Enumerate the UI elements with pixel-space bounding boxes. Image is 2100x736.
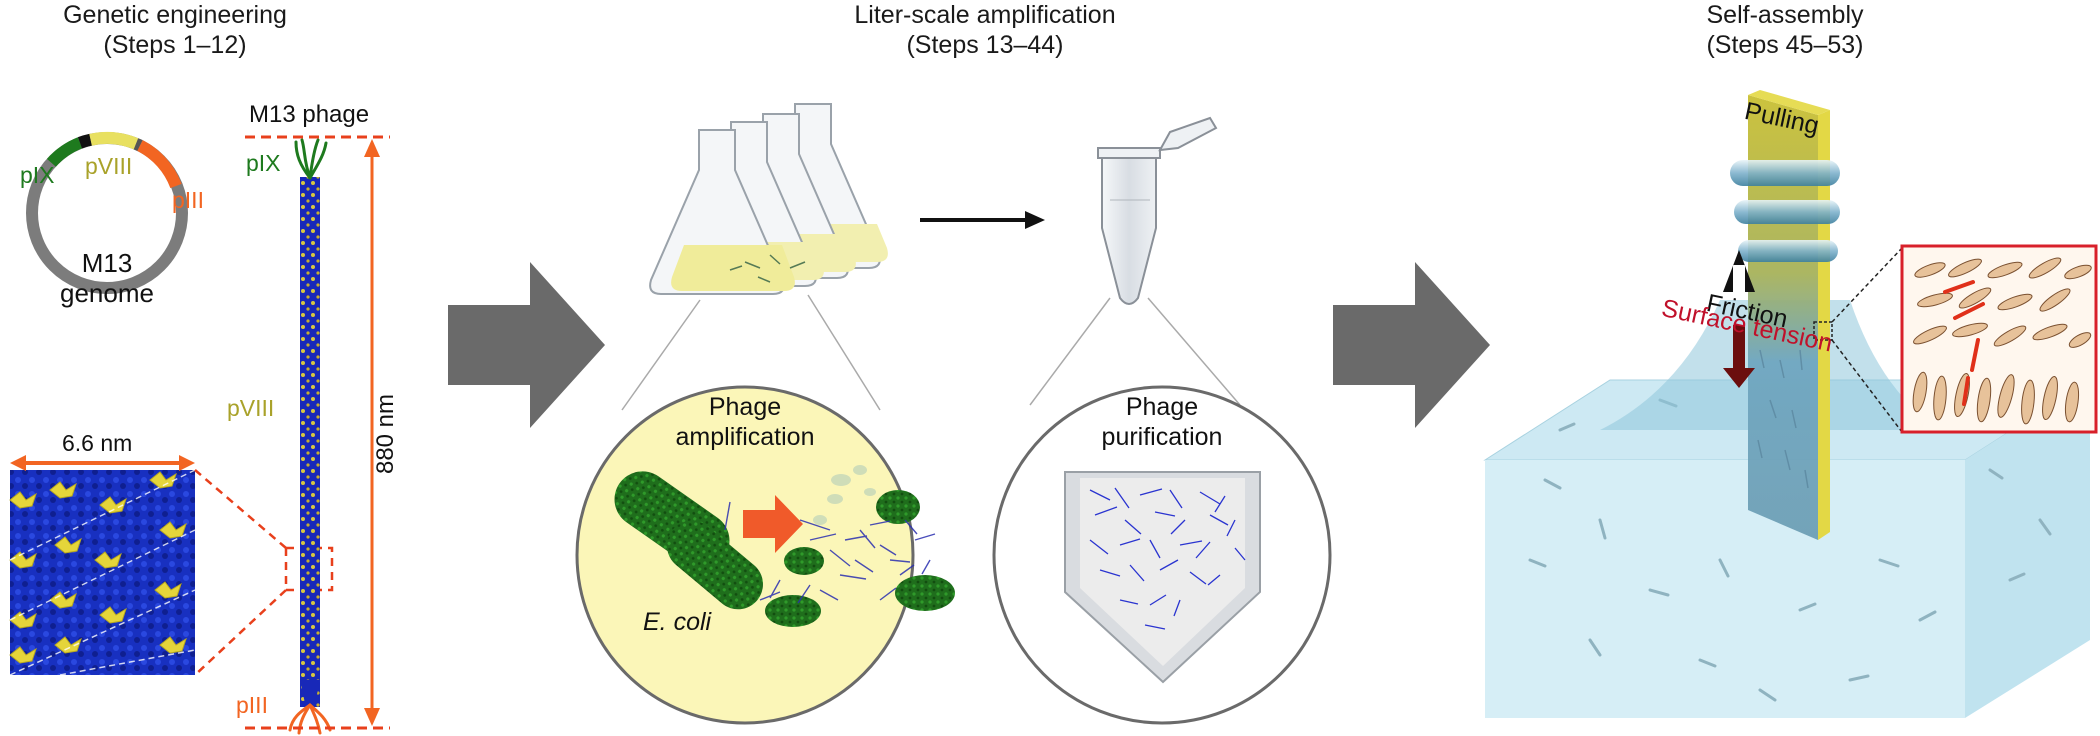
microcentrifuge-tube	[1097, 116, 1218, 305]
m13-phage-label: M13 phage	[249, 101, 370, 128]
purification-label: Phage purification	[1062, 392, 1262, 452]
genome-pix-label: pIX	[20, 162, 55, 188]
genetic-steps-text: (Steps 1–12)	[103, 31, 247, 59]
capsid-closeup	[9, 469, 196, 676]
genome-pviii-label: pVIII	[85, 153, 133, 179]
self-assembly-title: Self-assembly (Steps 45–53)	[1655, 0, 1915, 60]
amplification-label-line2: amplification	[675, 423, 815, 451]
flask-to-tube-arrow	[920, 211, 1045, 229]
phage-piii-label: pIII	[236, 692, 268, 718]
genetic-title-text: Genetic engineering	[63, 1, 287, 29]
phage-bound-lines	[245, 135, 390, 730]
capsid-width-label: 6.6 nm	[62, 430, 133, 456]
genome-piii-label: pIII	[172, 187, 204, 213]
assembly-title-text: Self-assembly	[1706, 1, 1864, 29]
phage-pix-label: pIX	[246, 150, 281, 176]
length-arrow	[364, 139, 380, 726]
genome-name-line1: M13	[81, 248, 133, 278]
genome-name-label: M13 genome	[57, 248, 157, 308]
amplification-circle	[575, 385, 955, 725]
phage-pviii-label: pVIII	[227, 395, 275, 421]
process-arrow-1	[448, 262, 605, 428]
purification-label-line1: Phage	[1125, 393, 1199, 421]
callout-lines	[621, 294, 1241, 411]
m13-phage-rod	[288, 138, 332, 735]
assembly-steps-text: (Steps 45–53)	[1706, 31, 1864, 59]
force-arrows	[1723, 250, 1755, 388]
process-arrow-2	[1333, 262, 1490, 428]
genome-name-line2: genome	[60, 278, 154, 308]
genetic-engineering-title: Genetic engineering (Steps 1–12)	[30, 0, 320, 60]
ecoli-label: E. coli	[643, 608, 712, 636]
amplification-label: Phage amplification	[645, 392, 845, 452]
phage-length-label: 880 nm	[372, 393, 400, 475]
amplification-title: Liter-scale amplification (Steps 13–44)	[795, 0, 1175, 60]
inset-callout	[1813, 244, 2098, 434]
m13-genome-ring	[26, 132, 188, 294]
width-arrow	[10, 455, 195, 471]
amplification-label-line1: Phage	[708, 393, 782, 421]
amplification-title-text: Liter-scale amplification	[854, 1, 1116, 29]
solution-block	[1483, 379, 2092, 718]
purification-circle	[992, 385, 1332, 725]
glass-slide	[1730, 90, 1840, 540]
culture-flasks	[649, 103, 888, 295]
amplification-steps-text: (Steps 13–44)	[906, 31, 1064, 59]
purification-label-line2: purification	[1101, 423, 1223, 451]
zoom-lines	[194, 469, 334, 676]
